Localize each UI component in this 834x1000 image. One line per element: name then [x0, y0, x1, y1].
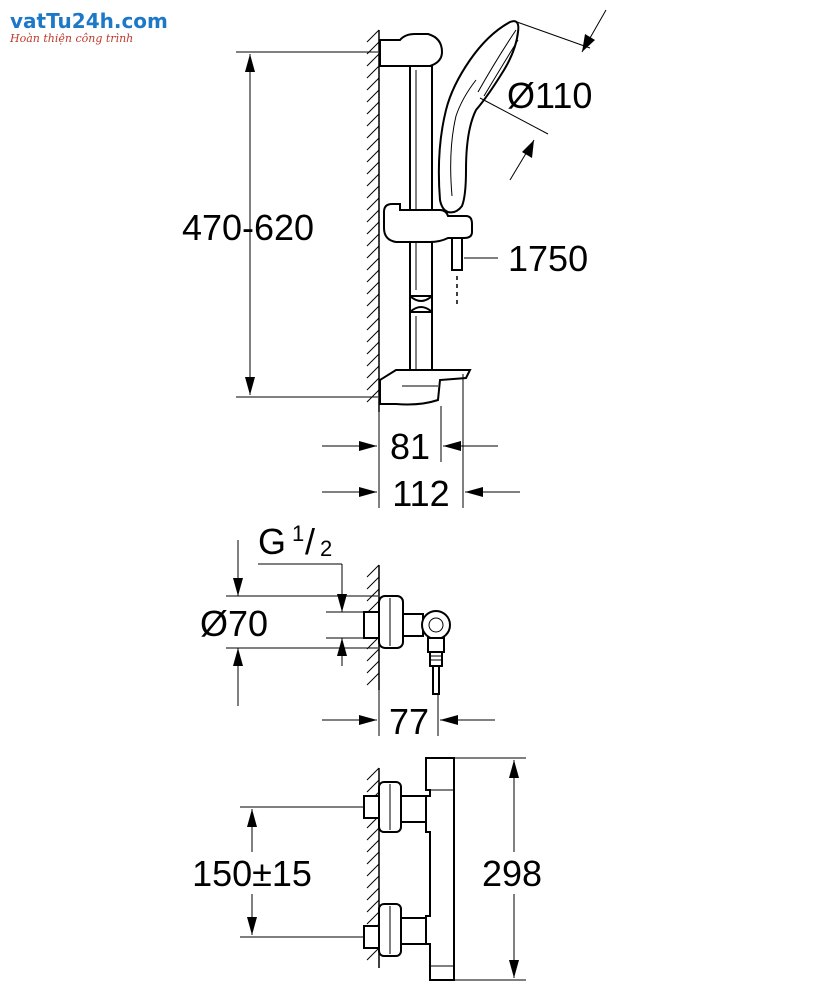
mixer-body: [363, 757, 455, 981]
rail-projection-label: 81: [390, 426, 430, 467]
wall-hatch-line: [366, 389, 380, 403]
wall-hatch-line: [366, 377, 380, 391]
wall-hatch-line: [366, 245, 380, 259]
wall-hatch-line: [366, 281, 380, 295]
wall-hatch-line: [366, 317, 380, 331]
wall-hatch-line: [366, 197, 380, 211]
wall-hatch-line: [366, 899, 380, 913]
svg-text:/: /: [305, 521, 315, 562]
wall-hatch-line: [366, 149, 380, 163]
rail-height-label: 470-620: [182, 207, 314, 248]
thread-numerator: 1: [292, 521, 304, 546]
wall-hatch-line: [366, 911, 380, 925]
mixer-side: [363, 595, 451, 695]
wall-hatch-line: [366, 365, 380, 379]
wall-hatch-line: [366, 89, 380, 103]
wall-hatch-line: [366, 293, 380, 307]
wall-hatch-line: [366, 887, 380, 901]
wall-hatch-line: [366, 576, 380, 590]
logo: vatTu24h.com Hoàn thiện công trình: [9, 9, 168, 45]
wall-hatch-line: [366, 851, 380, 865]
dim-mixer-projection: 77: [322, 690, 495, 742]
wall-hatch-line: [366, 672, 380, 686]
wall-hatch-line: [366, 161, 380, 175]
wall-hatch-line: [366, 269, 380, 283]
shower-rail: [379, 33, 473, 406]
thread-label: G: [258, 521, 286, 562]
wall-hatch-line: [366, 257, 380, 271]
wall-hatch-line: [366, 77, 380, 91]
wall-hatch-line: [366, 827, 380, 841]
hand-shower: [437, 20, 520, 214]
total-projection-label: 112: [392, 473, 449, 514]
wall-hatch-line: [366, 101, 380, 115]
handshower-diameter-label: Ø110: [507, 75, 592, 116]
wall-hatch-line: [366, 305, 380, 319]
wall-hatch-line: [366, 221, 380, 235]
wall-hatch-line: [366, 353, 380, 367]
dim-mixer-height: 298: [454, 757, 542, 981]
logo-brand: vatTu24h.com: [10, 9, 168, 33]
inlet-spacing-label: 150±15: [192, 853, 312, 894]
wall-hatch-line: [366, 660, 380, 674]
wall-hatch-line: [366, 173, 380, 187]
wall-hatch-line: [366, 863, 380, 877]
wall-hatch-line: [366, 113, 380, 127]
wall-hatch-line: [366, 125, 380, 139]
wall-hatch-line: [366, 53, 380, 67]
wall-hatch-line: [366, 137, 380, 151]
logo-tagline: Hoàn thiện công trình: [9, 32, 133, 45]
thread-denominator: 2: [320, 536, 332, 561]
dim-rail-height: 470-620: [182, 51, 378, 398]
hose-length-label: 1750: [508, 238, 588, 279]
wall-hatch-line: [366, 875, 380, 889]
wall-hatch-line: [366, 329, 380, 343]
mixer-height-label: 298: [482, 853, 542, 894]
wall-hatch-line: [366, 588, 380, 602]
wall-hatch-line: [366, 767, 380, 781]
dim-projection: 81 112: [322, 374, 520, 514]
wall-hatch-line: [366, 185, 380, 199]
wall-hatch-line: [366, 341, 380, 355]
wall-hatch-line: [366, 209, 380, 223]
dim-flange-diameter: Ø70: [200, 540, 378, 706]
dim-inlet-spacing: 150±15: [192, 806, 364, 938]
wall-hatch-line: [366, 839, 380, 853]
wall-hatch-line: [366, 779, 380, 793]
dim-handshower-diameter: Ø110: [479, 9, 607, 181]
wall-hatch-line: [366, 65, 380, 79]
wall-hatch-line: [366, 947, 380, 961]
wall-hatch-line: [366, 648, 380, 662]
dim-hose: 1750: [464, 238, 588, 279]
wall-hatch-line: [366, 233, 380, 247]
wall-top: [366, 29, 380, 412]
flange-diameter-label: Ø70: [200, 603, 268, 644]
wall-hatch-line: [366, 29, 380, 43]
wall-hatch-line: [366, 564, 380, 578]
dim-thread: G 1 / 2: [258, 521, 364, 666]
mixer-projection-label: 77: [389, 701, 429, 742]
